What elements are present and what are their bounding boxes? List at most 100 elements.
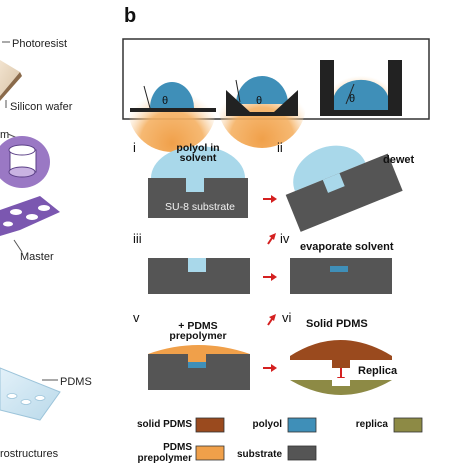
well-wall-left — [320, 60, 334, 116]
arrow-head — [271, 273, 277, 281]
arrow-ii-iv — [267, 233, 276, 245]
polyol-droplet — [236, 76, 288, 104]
angle-tangent — [143, 85, 151, 109]
step-i: i polyol in solvent SU-8 substrate — [133, 140, 248, 218]
step-vi: vi Solid PDMS Replica — [282, 310, 398, 395]
master-leader — [13, 239, 23, 253]
contact-angle-strip: θ θ θ — [122, 38, 430, 152]
replica-recess — [332, 378, 350, 386]
filled-well — [188, 258, 206, 272]
arrow-iii-iv — [263, 273, 277, 281]
m-fragment-label: m — [0, 129, 9, 141]
legend-item-substrate: substrate — [237, 445, 317, 461]
legend-label: substrate — [237, 449, 282, 460]
photoresist-layer — [0, 60, 20, 96]
arrow-shaft — [267, 318, 273, 326]
legend-item-replica: replica — [356, 417, 423, 433]
arrow-head — [271, 195, 277, 203]
polyol-solvent-drop — [151, 146, 245, 178]
photoresist-label: Photoresist — [12, 38, 67, 50]
master-hole — [38, 205, 50, 211]
master-hole — [26, 214, 38, 220]
legend-swatch — [393, 417, 423, 433]
solid-pdms-post — [332, 356, 350, 368]
arrow-head — [269, 314, 276, 321]
angle-tangent — [235, 79, 241, 103]
pdms-well — [6, 393, 18, 399]
step-number: i — [133, 140, 136, 155]
legend: solid PDMS polyol replica PDMS prepolyme… — [137, 417, 423, 464]
step-ii: ii dewet — [277, 140, 415, 232]
pdms-note-line1: + PDMS — [178, 320, 217, 332]
panel-a: Photoresist Silicon wafer m Master PD — [0, 38, 92, 460]
step-number: ii — [277, 140, 283, 155]
pdms-prepolymer-layer — [148, 345, 250, 354]
wafer-illustration — [0, 60, 22, 101]
theta-label: θ — [256, 95, 262, 107]
polyol-residue — [188, 362, 206, 368]
legend-swatch — [195, 417, 225, 433]
arrow-v-vi — [263, 364, 277, 372]
wafer-edge — [0, 72, 22, 101]
theta-label: θ — [162, 95, 168, 107]
dewetting-drop — [293, 145, 366, 192]
theta-label: θ — [349, 93, 355, 105]
step-number: iii — [133, 231, 142, 246]
master-label: Master — [20, 251, 54, 263]
arrow-head — [269, 233, 276, 240]
panel-b-letter: b — [124, 5, 136, 27]
legend-swatch — [287, 417, 317, 433]
microstructures-label: rostructures — [0, 448, 59, 460]
solid-pdms-note: Solid PDMS — [306, 318, 368, 330]
flat-substrate — [130, 108, 216, 112]
step-number: vi — [282, 310, 292, 325]
step-iv: iv evaporate solvent — [280, 231, 394, 294]
pdms-slab — [0, 367, 61, 421]
legend-label: solid PDMS — [137, 419, 192, 430]
case-well: θ — [320, 60, 402, 116]
pdms-well — [20, 399, 32, 405]
filled-well — [322, 173, 345, 193]
legend-label-line1: PDMS — [163, 442, 192, 453]
step-number: v — [133, 310, 140, 325]
case-flat: θ — [128, 64, 216, 152]
master-ring-bottom — [8, 166, 36, 178]
replica-note: Replica — [358, 365, 398, 377]
solid-pdms-cap — [290, 340, 392, 360]
legend-label: replica — [356, 419, 389, 430]
master-ring-top — [8, 144, 36, 156]
arrow-i-ii — [263, 195, 277, 203]
arrow-head — [271, 364, 277, 372]
silicon-wafer-label: Silicon wafer — [10, 101, 73, 113]
pdms-label: PDMS — [60, 376, 92, 388]
master-hole — [3, 221, 13, 227]
step-iii: iii — [133, 231, 250, 294]
legend-label-line2: prepolymer — [138, 453, 193, 464]
evaporate-note: evaporate solvent — [300, 241, 394, 253]
well-wall-right — [388, 60, 402, 116]
master-hole — [10, 209, 22, 215]
master-illustration: m — [0, 129, 60, 236]
polyol-note-line1: polyol in — [176, 142, 219, 154]
tilted-substrate — [285, 145, 403, 232]
pdms-illustration — [0, 367, 61, 421]
case-sloped: θ — [218, 60, 306, 148]
legend-item-polyol: polyol — [253, 417, 317, 433]
pdms-well — [34, 395, 46, 401]
polyol-residue — [330, 266, 348, 272]
legend-label: polyol — [253, 419, 283, 430]
step-v: v + PDMS prepolymer — [133, 310, 250, 390]
substrate-label: SU-8 substrate — [165, 201, 235, 213]
filled-well — [186, 178, 204, 192]
step-number: iv — [280, 231, 290, 246]
legend-item-solid-pdms: solid PDMS — [137, 417, 225, 433]
dewet-note: dewet — [383, 154, 415, 166]
polyol-droplet — [334, 79, 388, 112]
legend-item-pdms-prepolymer: PDMS prepolymer — [138, 442, 225, 464]
polyol-droplet — [150, 82, 194, 108]
replica-part — [290, 380, 392, 395]
well-floor — [334, 110, 388, 116]
su8-substrate — [285, 153, 403, 232]
pdms-note-line2: prepolymer — [169, 330, 226, 342]
